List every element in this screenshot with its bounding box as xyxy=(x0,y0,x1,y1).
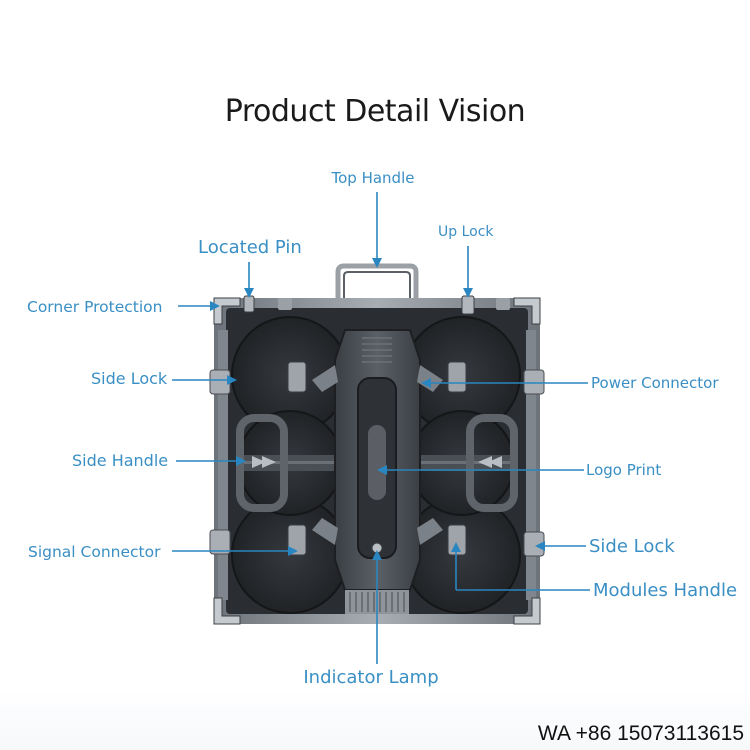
label-side-lock-right: Side Lock xyxy=(589,536,675,557)
label-top-handle: Top Handle xyxy=(331,169,415,187)
label-located-pin: Located Pin xyxy=(198,237,302,258)
located-pin-graphic xyxy=(244,296,254,312)
label-modules-handle: Modules Handle xyxy=(593,580,737,601)
up-lock-graphic xyxy=(462,296,474,314)
label-corner-protection: Corner Protection xyxy=(27,298,162,316)
logo-print-graphic xyxy=(368,425,386,500)
contact-number: WA +86 15073113615 xyxy=(538,722,744,746)
label-signal-connector: Signal Connector xyxy=(28,543,161,561)
label-logo-print: Logo Print xyxy=(586,461,661,479)
label-indicator-lamp: Indicator Lamp xyxy=(303,667,438,688)
power-connector-left-graphic xyxy=(288,362,306,392)
label-side-handle: Side Handle xyxy=(72,451,168,470)
label-power-connector: Power Connector xyxy=(591,374,719,392)
power-connector-right-graphic xyxy=(448,362,466,392)
label-side-lock-left: Side Lock xyxy=(91,369,168,388)
side-lock-right-graphic xyxy=(524,370,544,394)
label-up-lock: Up Lock xyxy=(438,224,494,240)
